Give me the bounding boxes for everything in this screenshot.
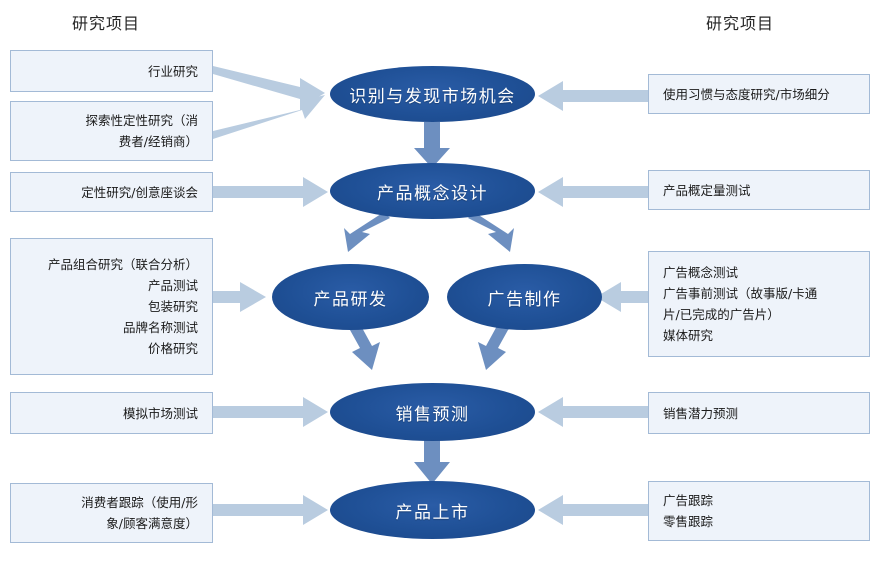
arrow-adresearch-to-adproduction — [596, 282, 648, 312]
node-sales-forecast[interactable]: 销售预测 — [330, 383, 535, 441]
arrow-simtest-to-forecast — [213, 397, 328, 427]
box-line: 包装研究 — [147, 299, 198, 314]
box-line: 产品测试 — [147, 278, 198, 293]
node-product-rd[interactable]: 产品研发 — [272, 264, 429, 330]
box-line: 定性研究/创意座谈会 — [81, 184, 198, 200]
left-column-title: 研究项目 — [72, 14, 141, 33]
node-product-launch[interactable]: 产品上市 — [330, 481, 535, 539]
box-line: 广告事前测试（故事版/卡通 — [663, 286, 818, 301]
left-box-consumer-tracking[interactable]: 消费者跟踪（使用/形 象/顾客满意度） — [10, 483, 213, 543]
arrow-rd-to-forecast — [344, 324, 380, 370]
box-line: 品牌名称测试 — [122, 320, 198, 335]
arrow-forecast-to-launch — [414, 440, 450, 484]
node-opportunity[interactable]: 识别与发现市场机会 — [330, 66, 535, 122]
left-box-qualitative-ideation[interactable]: 定性研究/创意座谈会 — [10, 172, 213, 212]
left-box-exploratory-qualitative[interactable]: 探索性定性研究（消 费者/经销商） — [10, 101, 213, 161]
right-column-title: 研究项目 — [706, 14, 775, 33]
box-line: 产品概定量测试 — [663, 182, 751, 198]
right-box-launch-tracking[interactable]: 广告跟踪 零售跟踪 — [648, 481, 870, 541]
box-line: 行业研究 — [147, 63, 198, 79]
right-box-advertising-research[interactable]: 广告概念测试 广告事前测试（故事版/卡通 片/已完成的广告片） 媒体研究 — [648, 251, 870, 357]
box-line: 零售跟踪 — [663, 514, 714, 529]
arrow-launchtracking-to-launch — [538, 495, 648, 525]
arrow-concept-to-rd — [344, 212, 390, 252]
box-line: 费者/经销商） — [118, 134, 198, 149]
arrow-concept-to-ad — [468, 212, 514, 252]
left-box-product-mix-research[interactable]: 产品组合研究（联合分析） 产品测试 包装研究 品牌名称测试 价格研究 — [10, 238, 213, 375]
left-box-simulated-test-market[interactable]: 模拟市场测试 — [10, 392, 213, 434]
box-line: 广告跟踪 — [663, 493, 714, 508]
box-line: 价格研究 — [147, 341, 198, 356]
arrow-productmix-to-rd — [213, 282, 266, 312]
node-label: 销售预测 — [395, 404, 470, 425]
arrow-ad-to-forecast — [478, 324, 514, 370]
box-line: 探索性定性研究（消 — [85, 113, 198, 128]
box-line: 片/已完成的广告片） — [663, 307, 780, 322]
box-line: 消费者跟踪（使用/形 — [81, 495, 198, 510]
arrow-exploratory-to-opportunity — [213, 95, 325, 139]
box-line: 使用习惯与态度研究/市场细分 — [663, 86, 830, 102]
node-label: 产品上市 — [395, 502, 470, 523]
node-ad-production[interactable]: 广告制作 — [447, 264, 602, 330]
node-concept-design[interactable]: 产品概念设计 — [330, 163, 535, 219]
box-line: 广告概念测试 — [663, 265, 739, 280]
arrow-industry-to-opportunity — [213, 66, 325, 108]
box-line: 产品组合研究（联合分析） — [47, 257, 198, 272]
node-label: 产品研发 — [313, 289, 388, 310]
node-label: 广告制作 — [487, 289, 562, 310]
right-box-sales-potential-forecast[interactable]: 销售潜力预测 — [648, 392, 870, 434]
right-box-concept-quant-test[interactable]: 产品概定量测试 — [648, 170, 870, 210]
arrow-tracking-to-launch — [213, 495, 328, 525]
arrow-usage-to-opportunity — [538, 81, 648, 111]
box-line: 媒体研究 — [663, 328, 714, 343]
node-label: 产品概念设计 — [377, 183, 488, 204]
arrow-conceptquant-to-concept — [538, 177, 648, 207]
arrow-qualitative-to-concept — [213, 177, 328, 207]
left-box-industry-research[interactable]: 行业研究 — [10, 50, 213, 92]
box-line: 象/顾客满意度） — [106, 516, 198, 531]
arrow-potential-to-forecast — [538, 397, 648, 427]
right-box-usage-attitude-segmentation[interactable]: 使用习惯与态度研究/市场细分 — [648, 74, 870, 114]
node-label: 识别与发现市场机会 — [349, 86, 516, 107]
box-line: 模拟市场测试 — [122, 405, 198, 421]
box-line: 销售潜力预测 — [663, 405, 739, 421]
arrow-opportunity-to-concept — [414, 122, 450, 168]
